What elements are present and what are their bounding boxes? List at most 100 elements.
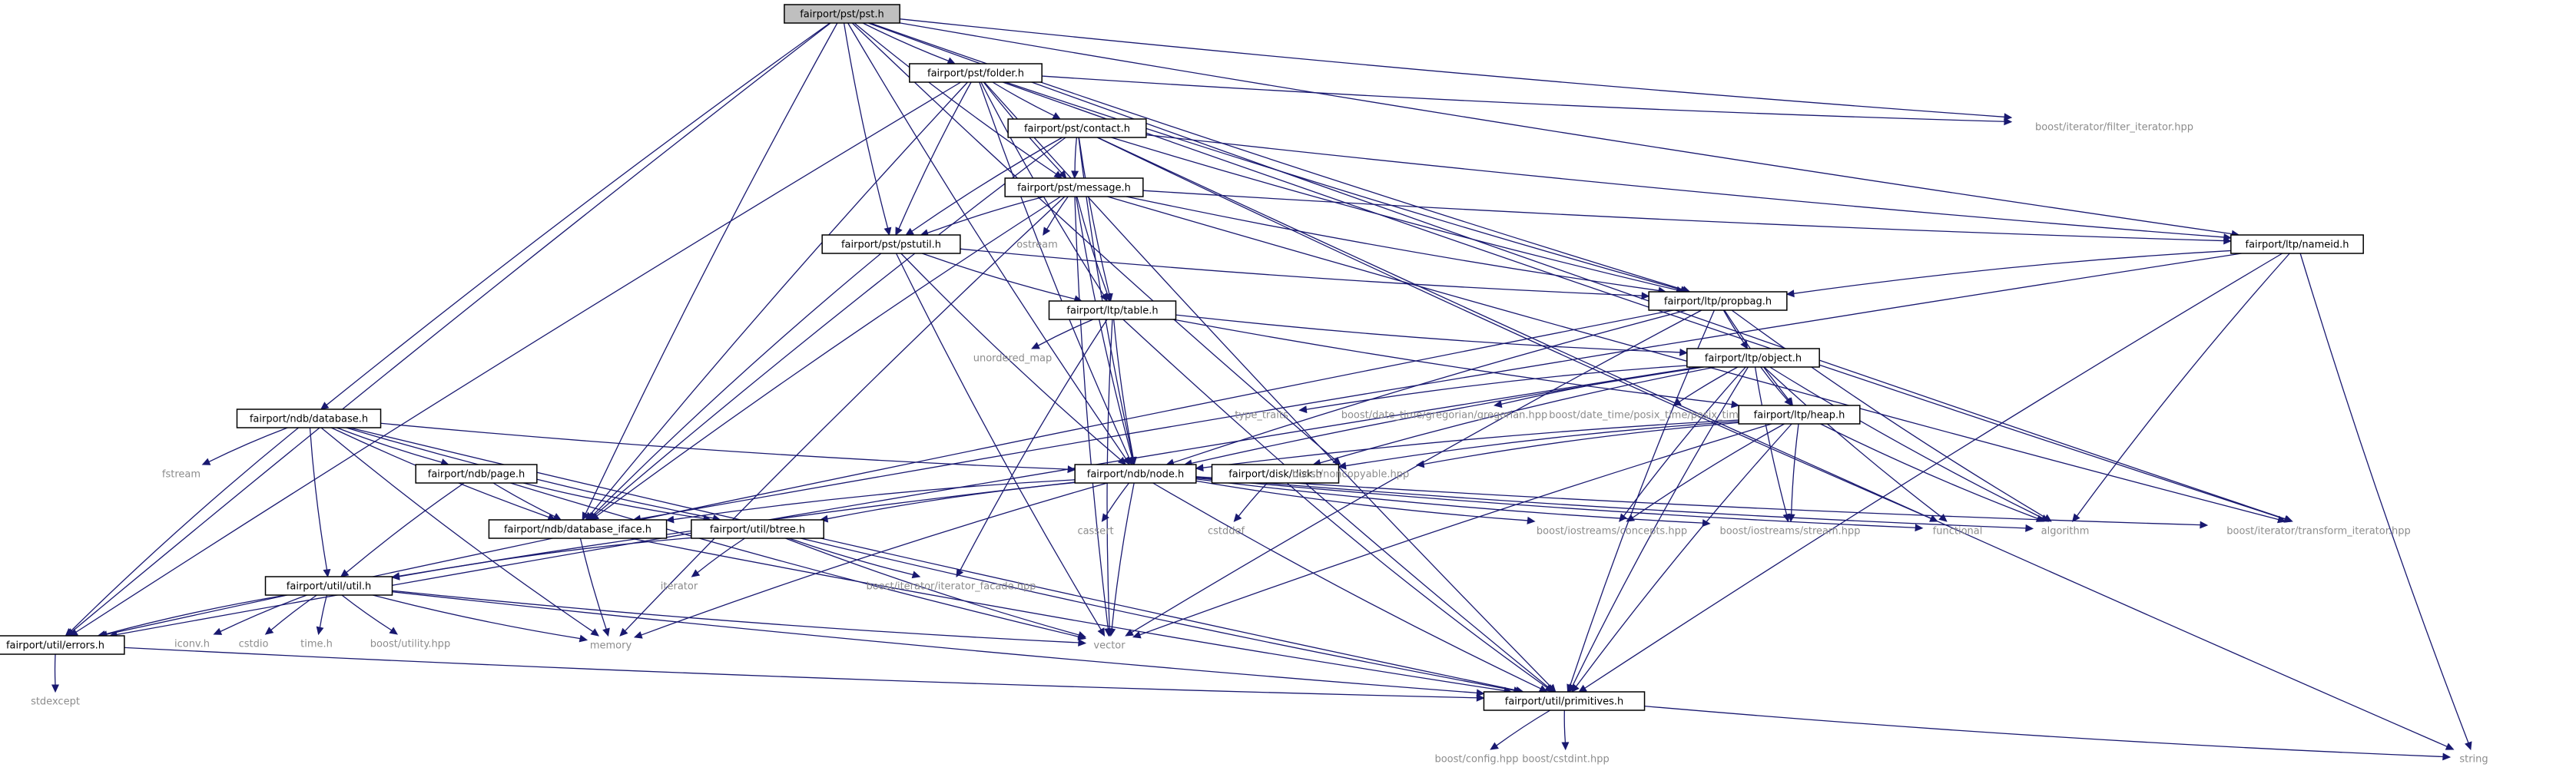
- node-label: vector: [1093, 640, 1126, 652]
- node-pstutil[interactable]: fairport/pst/pstutil.h: [821, 234, 961, 254]
- edge-object-to-type_traits: [1298, 365, 1687, 414]
- node-label: fairport/ltp/heap.h: [1754, 410, 1845, 422]
- edge-pstutil-to-node: [900, 253, 1127, 465]
- node-box: [784, 4, 900, 24]
- edge-btree-to-util: [391, 537, 691, 580]
- edge-util-to-utility: [341, 594, 399, 635]
- edge-pstutil-to-db_iface: [587, 253, 882, 521]
- edge-pst-to-pstutil: [843, 22, 892, 237]
- node-label: fairport/util/util.h: [287, 581, 371, 593]
- edge-util-to-time_h: [316, 594, 328, 636]
- node-disk[interactable]: fairport/disk/disk.h: [1211, 464, 1340, 484]
- node-cstdio: cstdio: [239, 639, 269, 650]
- node-vector: vector: [1093, 640, 1126, 652]
- edge-database-to-memory: [320, 427, 599, 637]
- edge-pstutil-to-vector: [895, 253, 1106, 637]
- node-propbag[interactable]: fairport/ltp/propbag.h: [1648, 291, 1788, 311]
- edge-propbag-to-vector: [1125, 309, 1702, 637]
- edge-page-to-util: [340, 482, 465, 577]
- edge-pst-to-database: [320, 22, 830, 410]
- node-label: fairport/util/errors.h: [6, 640, 104, 652]
- node-label: fairport/ltp/nameid.h: [2246, 240, 2349, 251]
- edge-node-to-db_iface: [665, 479, 1076, 524]
- edge-object-to-posix_time: [1673, 366, 1739, 406]
- node-label: type_traits: [1235, 410, 1288, 422]
- node-label: fairport/ndb/page.h: [428, 469, 525, 481]
- node-errors[interactable]: fairport/util/errors.h: [0, 635, 125, 655]
- node-node[interactable]: fairport/ndb/node.h: [1074, 464, 1197, 484]
- node-pst[interactable]: fairport/pst/pst.h: [784, 4, 900, 24]
- edge-object-to-functional: [1763, 366, 1948, 522]
- edge-heap-to-noncopyable: [1416, 422, 1739, 468]
- node-btree[interactable]: fairport/util/btree.h: [691, 519, 824, 539]
- node-type_traits: type_traits: [1235, 410, 1288, 422]
- node-nameid[interactable]: fairport/ltp/nameid.h: [2230, 234, 2364, 254]
- node-unordered_map: unordered_map: [973, 353, 1053, 365]
- node-string: string: [2459, 754, 2488, 766]
- edge-node-to-transform_iter: [1195, 476, 2209, 529]
- node-box: [821, 234, 961, 254]
- node-util[interactable]: fairport/util/util.h: [264, 576, 393, 596]
- edge-db_iface-to-memory: [579, 538, 610, 637]
- edge-propbag-to-object: [1722, 309, 1749, 350]
- edge-util-to-cstdio: [264, 594, 317, 635]
- edge-message-to-pstutil: [920, 196, 1045, 237]
- edge-folder-to-filter_iter: [1042, 75, 2013, 126]
- node-label: fairport/ltp/propbag.h: [1664, 296, 1772, 308]
- node-label: iterator: [661, 581, 698, 593]
- node-label: boost/cstdint.hpp: [1522, 754, 1610, 766]
- node-fstream: fstream: [162, 469, 201, 481]
- edge-pst-to-message: [854, 22, 1063, 179]
- node-page[interactable]: fairport/ndb/page.h: [415, 464, 538, 484]
- edge-message-to-nameid: [1142, 190, 2233, 245]
- node-label: memory: [590, 640, 632, 652]
- node-stream: boost/iostreams/stream.hpp: [1719, 526, 1860, 538]
- node-label: boost/date_time/posix_time/posix_time.hp…: [1549, 410, 1767, 422]
- edge-object-to-heap: [1760, 366, 1793, 406]
- edge-heap-to-primitives: [1571, 423, 1792, 693]
- node-message[interactable]: fairport/pst/message.h: [1004, 177, 1144, 197]
- node-db_iface[interactable]: fairport/ndb/database_iface.h: [488, 519, 668, 539]
- node-folder[interactable]: fairport/pst/folder.h: [909, 63, 1043, 83]
- node-box: [1738, 405, 1861, 425]
- node-label: fairport/ltp/object.h: [1705, 353, 1802, 365]
- node-label: boost/iterator/filter_iterator.hpp: [2035, 122, 2193, 134]
- node-label: boost/iterator/transform_iterator.hpp: [2226, 526, 2411, 538]
- edge-pstutil-to-table: [921, 253, 1082, 303]
- edge-btree-to-iter_facade: [788, 538, 921, 579]
- node-box: [1648, 291, 1788, 311]
- node-iterator: iterator: [661, 581, 698, 593]
- node-table[interactable]: fairport/ltp/table.h: [1048, 300, 1177, 320]
- node-box: [909, 63, 1043, 83]
- node-label: functional: [1933, 526, 1983, 538]
- edges-layer: [51, 18, 2472, 761]
- node-box: [415, 464, 538, 484]
- edge-node-to-functional: [1195, 477, 1924, 532]
- node-posix_time: boost/date_time/posix_time/posix_time.hp…: [1549, 410, 1767, 422]
- node-box: [2230, 234, 2364, 254]
- node-box: [488, 519, 668, 539]
- edge-heap-to-node: [1195, 419, 1739, 472]
- edge-errors-to-primitives: [124, 647, 1485, 702]
- node-contact[interactable]: fairport/pst/contact.h: [1007, 118, 1147, 138]
- node-label: boost/iostreams/concepts.hpp: [1537, 526, 1687, 538]
- node-primitives[interactable]: fairport/util/primitives.h: [1483, 691, 1646, 711]
- node-label: boost/config.hpp: [1434, 754, 1518, 766]
- edge-contact-to-string: [1097, 137, 2455, 750]
- node-box: [691, 519, 824, 539]
- edge-folder-to-contact: [992, 81, 1062, 120]
- node-box: [1048, 300, 1177, 320]
- node-iconv: iconv.h: [174, 639, 210, 650]
- node-label: time.h: [300, 639, 333, 650]
- edge-btree-to-iterator: [691, 538, 745, 577]
- node-heap[interactable]: fairport/ltp/heap.h: [1738, 405, 1861, 425]
- edge-contact-to-message: [1071, 137, 1079, 180]
- node-label: fairport/util/primitives.h: [1505, 696, 1624, 708]
- node-box: [264, 576, 393, 596]
- node-object[interactable]: fairport/ltp/object.h: [1686, 348, 1820, 368]
- node-label: string: [2459, 754, 2488, 766]
- node-memory: memory: [590, 640, 632, 652]
- node-filter_iter: boost/iterator/filter_iterator.hpp: [2035, 122, 2193, 134]
- node-database[interactable]: fairport/ndb/database.h: [236, 408, 382, 428]
